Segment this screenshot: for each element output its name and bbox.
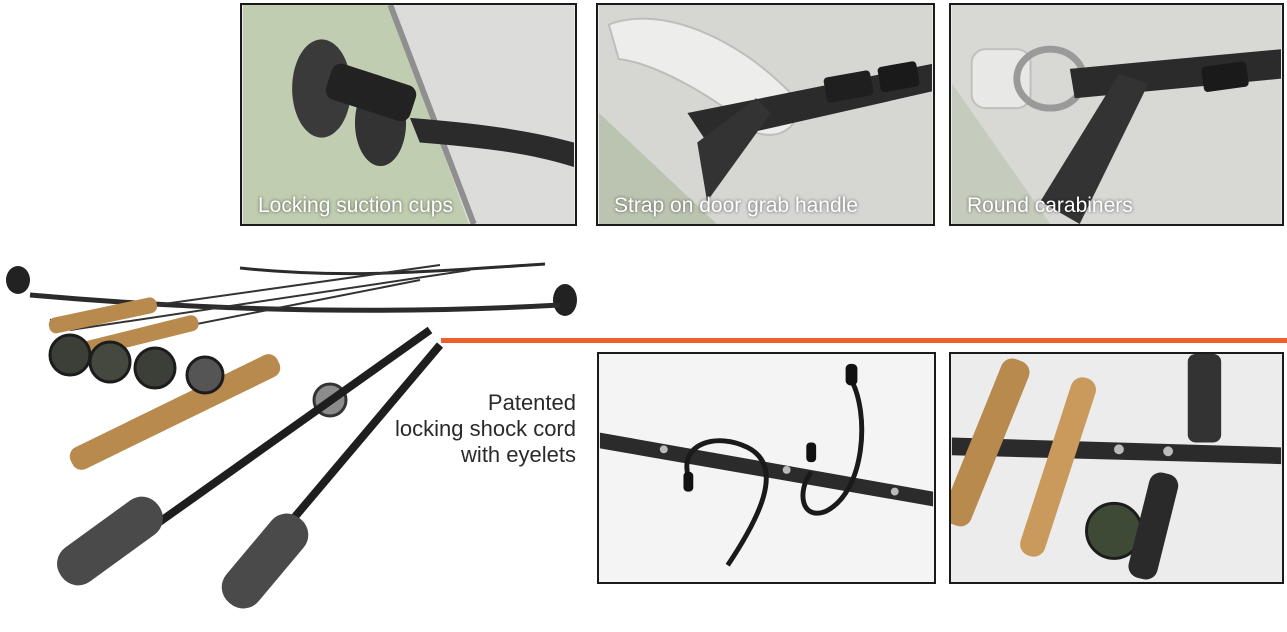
strap (409, 117, 574, 168)
buckle-icon (823, 70, 874, 103)
caption-grab-handle: Strap on door grab handle (614, 194, 859, 217)
grab-handle-illustration (599, 5, 932, 224)
accent-divider (441, 338, 1287, 343)
buckle-icon (1201, 61, 1249, 92)
grab-handle-photo: Strap on door grab handle (596, 3, 935, 226)
caption-suction-cups: Locking suction cups (258, 194, 453, 217)
rods-in-cord-illustration (951, 354, 1282, 582)
eyelet-icon (1114, 444, 1124, 455)
eyelet-icon (782, 466, 791, 474)
eyelet-icon (890, 487, 899, 496)
eyelet-icon (659, 445, 668, 454)
caption-carabiners: Round carabiners (967, 194, 1133, 217)
suction-cup-icon (6, 266, 30, 294)
carabiners-illustration (952, 5, 1281, 224)
carabiners-photo: Round carabiners (949, 3, 1284, 226)
rod-rack-hero-image (6, 262, 577, 609)
eyelet-icon (1163, 446, 1174, 457)
shock-cord-illustration (599, 354, 934, 582)
suction-cups-illustration (243, 5, 574, 224)
callout-line-2: locking shock cord (395, 416, 576, 441)
shock-cord-photo (597, 352, 936, 584)
callout-line-1: Patented (487, 390, 576, 415)
suction-cups-photo: Locking suction cups (240, 3, 577, 226)
suction-cup-icon (553, 284, 577, 316)
callout-line-3: with eyelets (461, 442, 576, 467)
foam-grip (221, 513, 309, 609)
foam-grip (57, 496, 163, 586)
shock-cord-callout: Patented locking shock cord with eyelets (380, 390, 576, 468)
suction-cup-icon (292, 39, 352, 138)
shock-cord-strap (29, 292, 561, 313)
rods-in-cord-photo (949, 352, 1284, 584)
